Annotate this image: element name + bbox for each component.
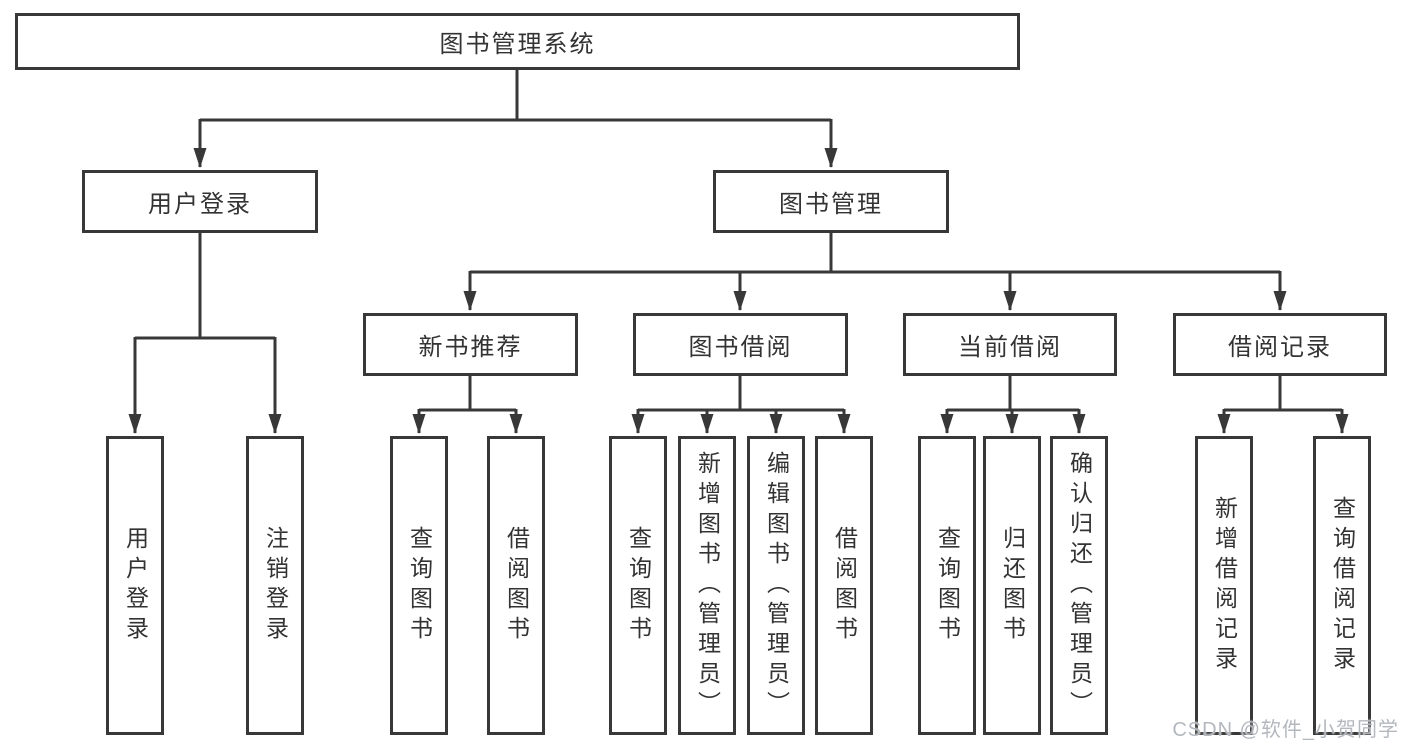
leaf-record-query-record-label: 查询借阅记录 bbox=[1329, 495, 1356, 676]
connector-book-borrow-group bbox=[631, 376, 851, 434]
connector-current-borrow-group bbox=[940, 376, 1086, 434]
leaf-borrow-query-books: 查询图书 bbox=[609, 436, 667, 735]
node-user-login-label: 用户登录 bbox=[148, 191, 252, 218]
leaf-logout-label: 注销登录 bbox=[262, 525, 289, 646]
node-book-borrow: 图书借阅 bbox=[633, 313, 848, 376]
leaf-record-query-record: 查询借阅记录 bbox=[1313, 436, 1371, 735]
node-book-management-label: 图书管理 bbox=[779, 191, 883, 218]
leaf-current-confirm-return-admin-label: 确认归还（管理员） bbox=[1066, 450, 1093, 721]
connector-book-management-group bbox=[463, 233, 1287, 311]
leaf-borrow-borrow-books-label: 借阅图书 bbox=[831, 525, 858, 646]
leaf-current-return-books: 归还图书 bbox=[983, 436, 1041, 735]
node-borrow-record-label: 借阅记录 bbox=[1228, 334, 1332, 361]
connector-root-to-level2 bbox=[193, 70, 838, 168]
leaf-recommend-borrow-books: 借阅图书 bbox=[487, 436, 545, 735]
leaf-record-add-record-label: 新增借阅记录 bbox=[1211, 495, 1238, 676]
leaf-recommend-query-books: 查询图书 bbox=[390, 436, 448, 735]
node-current-borrow: 当前借阅 bbox=[903, 313, 1117, 376]
leaf-current-query-books: 查询图书 bbox=[918, 436, 976, 735]
leaf-borrow-add-books-admin: 新增图书（管理员） bbox=[678, 436, 736, 735]
node-current-borrow-label: 当前借阅 bbox=[958, 334, 1062, 361]
leaf-current-query-books-label: 查询图书 bbox=[934, 525, 961, 646]
leaf-borrow-edit-books-admin: 编辑图书（管理员） bbox=[747, 436, 805, 735]
node-user-login: 用户登录 bbox=[82, 170, 318, 233]
node-new-book-recommend: 新书推荐 bbox=[363, 313, 578, 376]
node-borrow-record: 借阅记录 bbox=[1173, 313, 1387, 376]
leaf-borrow-add-books-admin-label: 新增图书（管理员） bbox=[694, 450, 721, 721]
leaf-borrow-borrow-books: 借阅图书 bbox=[815, 436, 873, 735]
leaf-user-login: 用户登录 bbox=[106, 436, 164, 735]
node-root: 图书管理系统 bbox=[15, 13, 1020, 70]
node-new-book-recommend-label: 新书推荐 bbox=[418, 334, 523, 361]
leaf-recommend-borrow-books-label: 借阅图书 bbox=[503, 525, 530, 646]
node-book-borrow-label: 图书借阅 bbox=[688, 334, 793, 361]
leaf-user-login-label: 用户登录 bbox=[122, 525, 149, 646]
connector-user-login-group bbox=[128, 233, 282, 434]
leaf-record-add-record: 新增借阅记录 bbox=[1195, 436, 1253, 735]
leaf-borrow-edit-books-admin-label: 编辑图书（管理员） bbox=[763, 450, 790, 721]
leaf-current-confirm-return-admin: 确认归还（管理员） bbox=[1050, 436, 1108, 735]
node-book-management: 图书管理 bbox=[713, 170, 949, 233]
node-root-label: 图书管理系统 bbox=[439, 31, 596, 58]
connector-borrow-record-group bbox=[1217, 376, 1349, 434]
leaf-logout: 注销登录 bbox=[246, 436, 304, 735]
leaf-current-return-books-label: 归还图书 bbox=[999, 525, 1026, 646]
leaf-recommend-query-books-label: 查询图书 bbox=[406, 525, 433, 646]
connector-new-book-recommend-group bbox=[412, 376, 523, 434]
leaf-borrow-query-books-label: 查询图书 bbox=[625, 525, 652, 646]
watermark: CSDN @软件_小贺同学 bbox=[1172, 719, 1399, 741]
